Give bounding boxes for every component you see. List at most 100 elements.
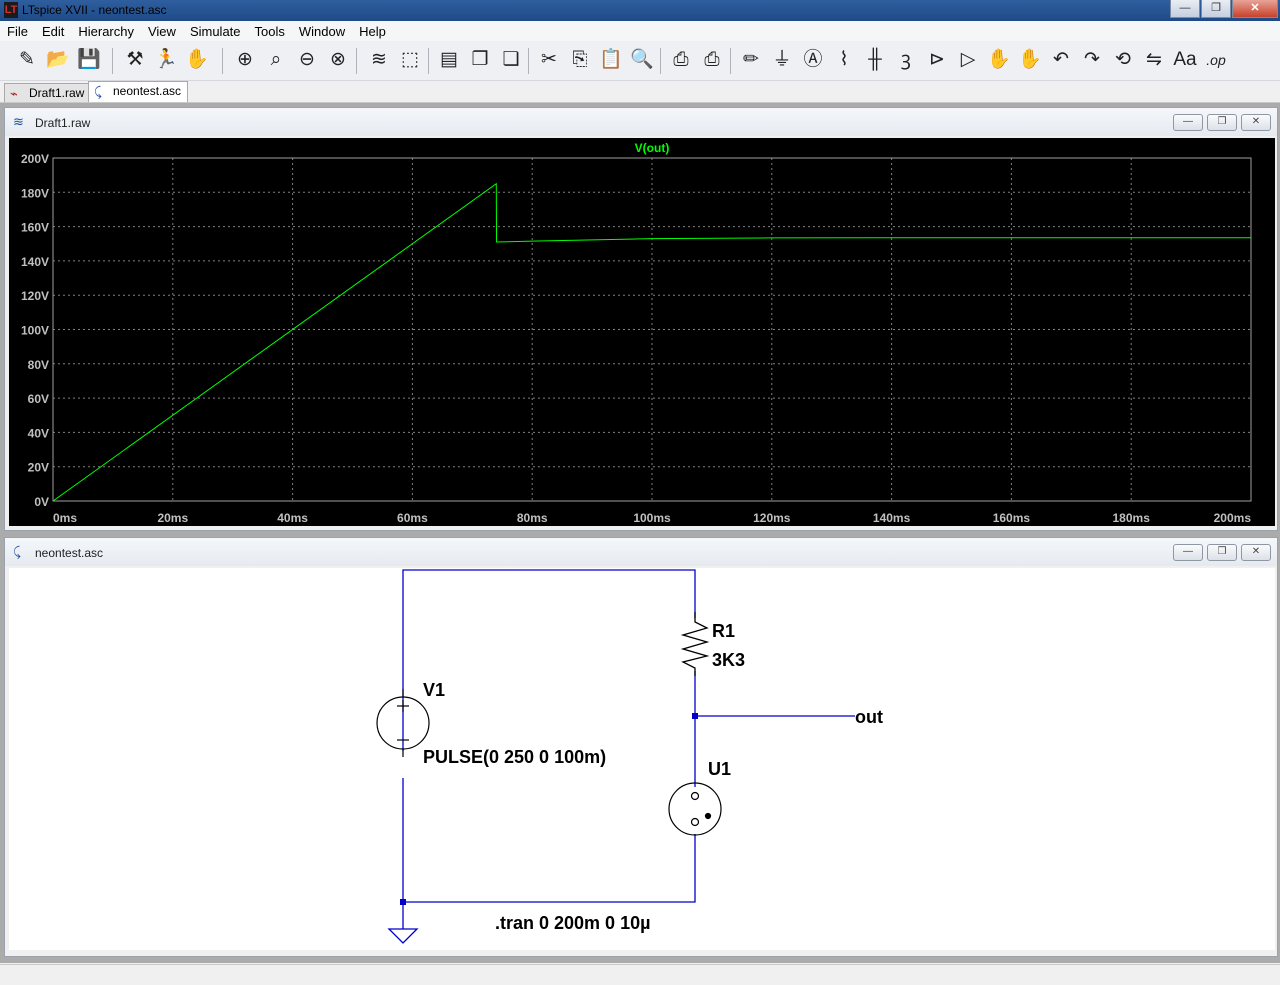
ground-icon[interactable]: ⏚ [772, 49, 792, 70]
waveform-close-button[interactable]: ✕ [1241, 114, 1271, 131]
component-icon[interactable]: ▷ [960, 49, 976, 70]
menu-simulate[interactable]: Simulate [189, 24, 241, 39]
r1-value[interactable]: 3K3 [712, 650, 745, 670]
x-tick-label: 80ms [517, 511, 548, 525]
menu-window[interactable]: Window [298, 24, 346, 39]
plot-frame [52, 157, 1252, 502]
new-schematic-icon[interactable]: ✎ [19, 49, 35, 70]
view-icon[interactable]: ⬚ [401, 49, 419, 70]
zoom-out-icon[interactable]: ⊖ [299, 49, 315, 70]
series-line-vout[interactable] [52, 182, 1251, 502]
window-controls: — ❐ ✕ [1170, 0, 1278, 19]
schematic-close-button[interactable]: ✕ [1241, 544, 1271, 561]
y-tick-label: 100V [21, 324, 49, 338]
move-icon[interactable]: ✋ [987, 49, 1011, 70]
schematic-canvas[interactable]: V1 PULSE(0 250 0 100m) R1 3K3 out U1 .tr… [9, 568, 1275, 950]
wire-bottom[interactable] [402, 778, 696, 903]
schematic-icon: ⤹ [94, 84, 102, 99]
text-icon[interactable]: Aa [1173, 49, 1197, 70]
u1-name[interactable]: U1 [708, 759, 731, 779]
paste-icon[interactable]: 📋 [599, 49, 623, 70]
waveform-icon: ≋ [13, 114, 24, 129]
zoom-pan-icon[interactable]: ⌕ [270, 49, 282, 70]
diode-icon[interactable]: ⊳ [929, 49, 945, 70]
menu-hierarchy[interactable]: Hierarchy [78, 24, 134, 39]
voltage-source-v1[interactable] [376, 689, 430, 757]
find-icon[interactable]: 🔍 [630, 49, 654, 70]
restore-button[interactable]: ❐ [1201, 0, 1231, 18]
label-net-icon[interactable]: Ⓐ [803, 49, 823, 70]
toolbar-file-group: ✎ 📂 💾 [12, 45, 104, 77]
toolbar-separator [356, 48, 357, 74]
schematic-window-title: neontest.asc [35, 546, 104, 560]
tile-horizontal-icon[interactable]: ▤ [440, 49, 458, 70]
run-icon[interactable]: 🏃 [154, 49, 178, 70]
menu-file[interactable]: File [7, 24, 28, 39]
x-tick-label: 120ms [753, 511, 791, 525]
cascade-icon[interactable]: ❐ [471, 49, 489, 70]
waveform-window-controls: — ❐ ✕ [1173, 114, 1271, 131]
y-tick-label: 0V [34, 495, 49, 509]
y-tick-label: 160V [21, 221, 49, 235]
autorange-icon[interactable]: ≋ [371, 49, 387, 70]
cut-icon[interactable]: ✂ [541, 49, 557, 70]
menu-bar: File Edit Hierarchy View Simulate Tools … [0, 21, 1280, 41]
capacitor-icon[interactable]: ╫ [868, 49, 882, 70]
tab-label: Draft1.raw [29, 86, 85, 100]
schematic-minimize-button[interactable]: — [1173, 544, 1203, 561]
print-icon[interactable]: ⎙ [673, 49, 689, 70]
drag-icon[interactable]: ✋ [1018, 49, 1042, 70]
waveform-restore-button[interactable]: ❐ [1207, 114, 1237, 131]
copy-icon[interactable]: ⎘ [572, 49, 588, 70]
menu-edit[interactable]: Edit [41, 24, 65, 39]
toolbar-zoom-group: ⊕ ⌕ ⊖ ⊗ [230, 45, 353, 77]
undo-icon[interactable]: ↶ [1053, 49, 1069, 70]
rotate-icon[interactable]: ⟲ [1115, 49, 1131, 70]
schematic-restore-button[interactable]: ❐ [1207, 544, 1237, 561]
tile-vertical-icon[interactable]: ❏ [502, 49, 520, 70]
zoom-in-icon[interactable]: ⊕ [237, 49, 253, 70]
v1-value[interactable]: PULSE(0 250 0 100m) [423, 747, 606, 767]
inductor-icon[interactable]: ꝫ [901, 49, 911, 70]
zoom-fit-icon[interactable]: ⊗ [330, 49, 346, 70]
menu-tools[interactable]: Tools [254, 24, 285, 39]
waveform-minimize-button[interactable]: — [1173, 114, 1203, 131]
ground-symbol[interactable] [387, 928, 419, 944]
minimize-button[interactable]: — [1170, 0, 1200, 18]
redo-icon[interactable]: ↷ [1084, 49, 1100, 70]
resistor-r1[interactable] [680, 612, 710, 676]
wire-icon[interactable]: ✏ [743, 49, 759, 70]
mirror-icon[interactable]: ⇋ [1146, 49, 1162, 70]
r1-name[interactable]: R1 [712, 621, 735, 641]
open-icon[interactable]: 📂 [46, 49, 70, 70]
save-icon[interactable]: 💾 [77, 49, 101, 70]
wire-top[interactable] [402, 569, 696, 751]
spice-directive-icon[interactable]: .op [1206, 52, 1226, 68]
spice-directive[interactable]: .tran 0 200m 0 10µ [495, 913, 650, 933]
toolbar: ✎ 📂 💾 ⚒ 🏃 ✋ ⊕ ⌕ ⊖ ⊗ ≋ ⬚ ▤ ❐ ❏ ✂ ⎘ 📋 🔍 ⎙ ⎙ ✏ ⏚ Ⓐ ⌇ ╫ ꝫ ⊳ ▷ ✋ ✋ ↶ ↷… [0, 42, 1280, 81]
menu-view[interactable]: View [147, 24, 176, 39]
trace-label-vout[interactable]: V(out) [635, 141, 670, 155]
neon-lamp-u1[interactable] [668, 782, 722, 836]
status-bar [0, 964, 1280, 985]
print-setup-icon[interactable]: ⎙ [704, 49, 720, 70]
v1-name[interactable]: V1 [423, 680, 445, 700]
menu-help[interactable]: Help [359, 24, 386, 39]
net-label-out[interactable]: out [855, 707, 883, 727]
y-tick-label: 140V [21, 255, 49, 269]
x-tick-label: 160ms [993, 511, 1031, 525]
tab-neontest-asc[interactable]: ⤹ neontest.asc [88, 81, 189, 102]
y-tick-label: 80V [28, 358, 49, 372]
halt-icon[interactable]: ✋ [185, 49, 209, 70]
y-tick-label: 40V [28, 426, 49, 440]
schematic-window-controls: — ❐ ✕ [1173, 544, 1271, 561]
control-panel-icon[interactable]: ⚒ [126, 49, 144, 70]
tab-draft1-raw[interactable]: ⌁ Draft1.raw [4, 83, 92, 102]
schematic-drawing[interactable]: V1 PULSE(0 250 0 100m) R1 3K3 out U1 .tr… [9, 568, 1275, 950]
close-button[interactable]: ✕ [1232, 0, 1278, 18]
x-tick-label: 140ms [873, 511, 911, 525]
resistor-icon[interactable]: ⌇ [839, 49, 849, 70]
